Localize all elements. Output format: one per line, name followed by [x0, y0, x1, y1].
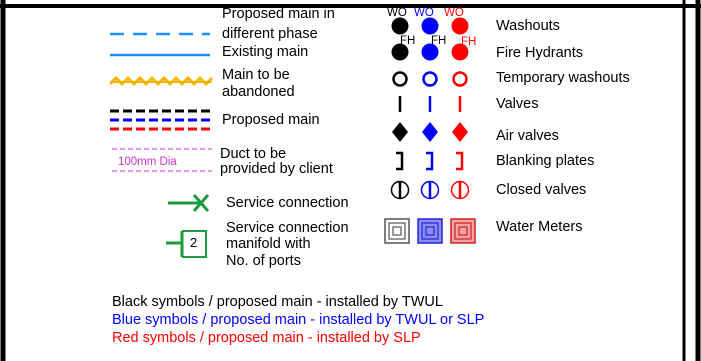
existing-main-label: Existing main: [222, 44, 309, 60]
service-manifold-label-1: Service connection: [226, 220, 349, 236]
wo-tag-blue: WO: [414, 7, 434, 19]
service-manifold-label-3: No. of ports: [226, 253, 301, 269]
duct-sample-text: 100mm Dia: [118, 156, 177, 168]
valves-label: Valves: [496, 96, 539, 112]
closed-valves-label: Closed valves: [496, 182, 587, 198]
wo-tag-black: WO: [387, 7, 407, 19]
temporary-washouts-label: Temporary washouts: [496, 70, 630, 86]
note-red: Red symbols / proposed main - installed …: [112, 330, 421, 346]
service-connection-icon: [168, 194, 210, 212]
blanking-plates-label: Blanking plates: [496, 153, 595, 169]
duct-label-2: provided by client: [220, 161, 333, 177]
valve-icons: [398, 96, 462, 112]
duct-label-1: Duct to be: [220, 146, 287, 162]
service-manifold-label-2: manifold with: [226, 236, 311, 252]
note-black: Black symbols / proposed main - installe…: [112, 294, 443, 310]
water-meters-label: Water Meters: [496, 219, 583, 235]
fire-hydrants-label: Fire Hydrants: [496, 45, 584, 61]
proposed-main-phase-label-1: Proposed main in: [222, 6, 335, 22]
closed-valve-icons: [390, 180, 470, 200]
wo-tag-red: WO: [444, 7, 464, 19]
manifold-icon: [166, 230, 207, 258]
main-abandoned-label-1: Main to be: [222, 67, 290, 83]
fh-tag-blue: FH: [431, 35, 447, 47]
manifold-port-count: 2: [190, 235, 198, 250]
washouts-label: Washouts: [496, 18, 560, 34]
temporary-washout-icons: [392, 71, 468, 87]
proposed-main-phase-label-2: different phase: [222, 26, 318, 42]
proposed-main-lines: [110, 109, 210, 131]
air-valve-icons: [392, 122, 468, 142]
note-blue: Blue symbols / proposed main - installed…: [112, 312, 485, 328]
main-abandoned-label-2: abandoned: [222, 84, 295, 100]
main-abandoned-line: [110, 75, 214, 87]
proposed-main-phase-line: [110, 32, 210, 36]
water-meter-icons: [384, 218, 476, 244]
service-connection-label: Service connection: [226, 195, 349, 211]
existing-main-line: [110, 53, 210, 57]
proposed-main-label: Proposed main: [222, 112, 320, 128]
washout-fire-hydrant-icons: [391, 17, 469, 61]
fh-tag-black: FH: [400, 35, 416, 47]
duct-box: [112, 148, 212, 172]
blanking-plate-icons: [396, 151, 464, 171]
air-valves-label: Air valves: [496, 128, 559, 144]
fh-tag-red: FH: [461, 36, 477, 48]
